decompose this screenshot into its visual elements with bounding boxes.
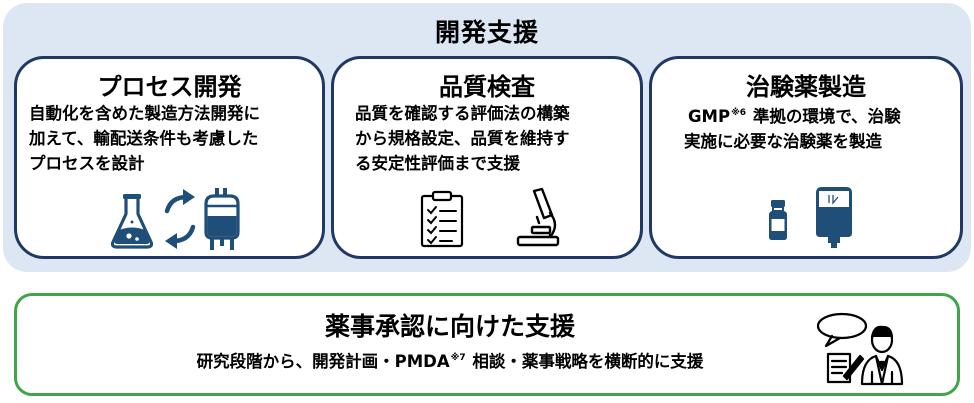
quality-testing-title: 品質検査 [439, 73, 535, 101]
iv-bag-icon [816, 187, 852, 248]
development-support-panel: 開発支援 プロセス開発 自動化を含めた製造方法開発に 加えて、輸配送条件も考慮し… [3, 3, 971, 272]
process-development-description: 自動化を含めた製造方法開発に 加えて、輸配送条件も考慮した プロセスを設計 [29, 104, 260, 173]
flask-icon [110, 194, 154, 249]
regulatory-support-title: 薬事承認に向けた支援 [324, 312, 575, 341]
regulatory-support-panel: 薬事承認に向けた支援 研究段階から、開発計画・PMDA※7 相談・薬事戦略を横断… [14, 293, 960, 396]
investigational-drug-manufacturing-title: 治験薬製造 [746, 73, 866, 101]
bioreactor-icon [204, 188, 240, 250]
regulatory-support-description: 研究段階から、開発計画・PMDA※7 相談・薬事戦略を横断的に支援 [196, 352, 704, 371]
footnote-7-marker: ※7 [450, 353, 466, 363]
quality-testing-card: 品質検査 品質を確認する評価法の構築 から規格設定、品質を維持す る安定性評価ま… [331, 56, 643, 259]
vial-icon [769, 200, 787, 240]
consultant-speech-icon [816, 312, 904, 386]
investigational-drug-manufacturing-card: 治験薬製造 GMP※6 準拠の環境で、治験 実施に必要な治験薬を製造 [649, 56, 963, 259]
development-support-title: 開発支援 [434, 18, 539, 47]
investigational-drug-manufacturing-description: GMP※6 準拠の環境で、治験 実施に必要な治験薬を製造 [684, 107, 901, 151]
footnote-6-marker: ※6 [731, 108, 747, 118]
gmp-label: GMP [688, 107, 731, 126]
cycle-arrows-icon [164, 189, 196, 249]
clipboard-checklist-icon [420, 190, 464, 248]
quality-testing-description: 品質を確認する評価法の構築 から規格設定、品質を維持す る安定性評価まで支援 [355, 104, 570, 173]
process-development-title: プロセス開発 [97, 73, 242, 101]
process-development-card: プロセス開発 自動化を含めた製造方法開発に 加えて、輸配送条件も考慮した プロセ… [14, 56, 325, 259]
microscope-icon [516, 187, 560, 247]
